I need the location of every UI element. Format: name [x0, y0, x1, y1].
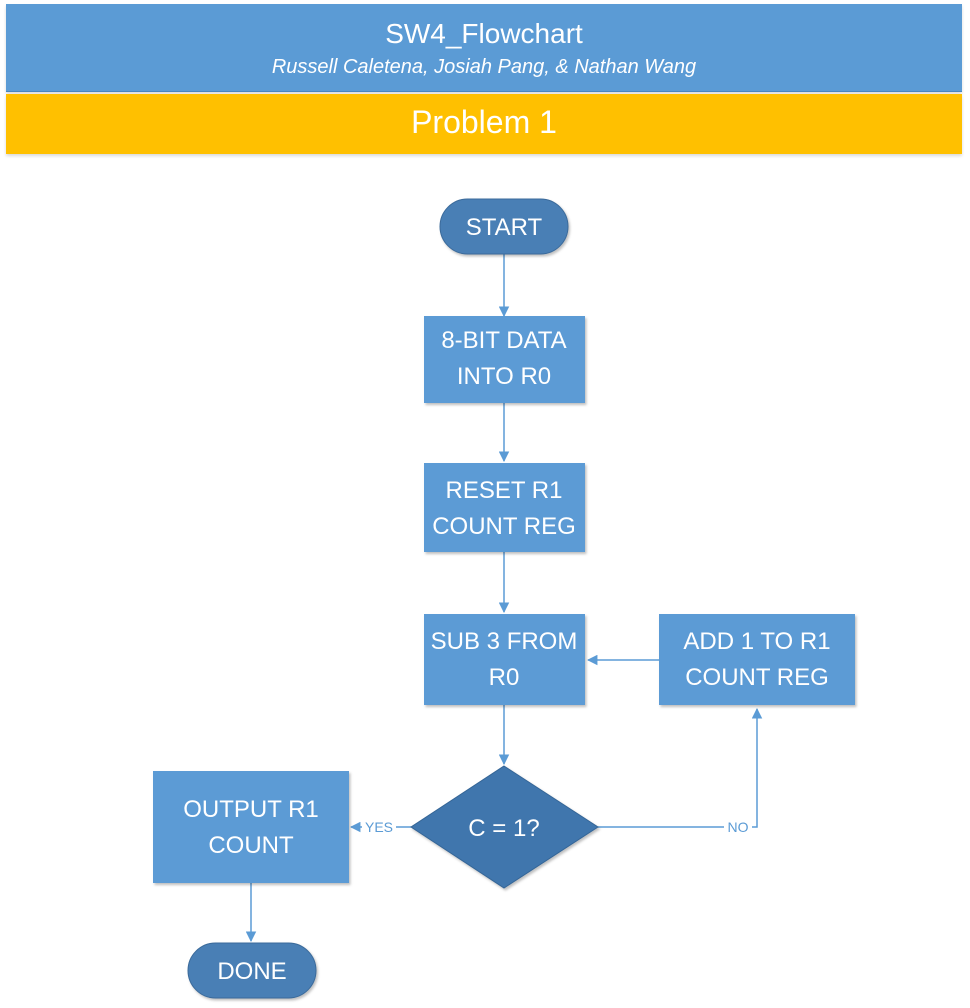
load-data-line-2: INTO R0 [457, 363, 551, 390]
diagram-title: SW4_Flowchart [385, 18, 583, 49]
problem-label: Problem 1 [411, 104, 557, 140]
load-data-process: 8-BIT DATA INTO R0 [424, 316, 585, 403]
yes-edge-label: YES [365, 819, 393, 835]
reset-count-line-2: COUNT REG [432, 513, 576, 540]
decision-label: C = 1? [468, 815, 539, 842]
subtract-line-1: SUB 3 FROM [431, 628, 578, 655]
start-label: START [466, 214, 543, 241]
done-terminal: DONE [187, 942, 317, 999]
no-label-bg [724, 818, 752, 836]
no-edge-label: NO [728, 819, 749, 835]
yes-label-bg [362, 818, 396, 836]
increment-line-1: ADD 1 TO R1 [683, 628, 830, 655]
output-line-1: OUTPUT R1 [183, 796, 319, 823]
done-label: DONE [217, 958, 286, 985]
edge-decision-no-to-increment [598, 707, 763, 828]
title-bar: SW4_Flowchart Russell Caletena, Josiah P… [6, 4, 962, 92]
increment-process: ADD 1 TO R1 COUNT REG [659, 614, 855, 705]
increment-line-2: COUNT REG [685, 664, 829, 691]
problem-bar: Problem 1 [6, 94, 962, 154]
carry-decision: C = 1? [410, 765, 599, 889]
output-line-2: COUNT [208, 832, 294, 859]
output-process: OUTPUT R1 COUNT [153, 771, 349, 883]
reset-count-line-1: RESET R1 [446, 477, 563, 504]
connectors [245, 254, 763, 943]
subtract-process: SUB 3 FROM R0 [424, 614, 585, 705]
authors-subtitle: Russell Caletena, Josiah Pang, & Nathan … [271, 56, 697, 78]
reset-count-process: RESET R1 COUNT REG [424, 463, 585, 552]
subtract-line-2: R0 [489, 664, 520, 691]
load-data-line-1: 8-BIT DATA [441, 327, 566, 354]
start-terminal: START [439, 198, 569, 255]
